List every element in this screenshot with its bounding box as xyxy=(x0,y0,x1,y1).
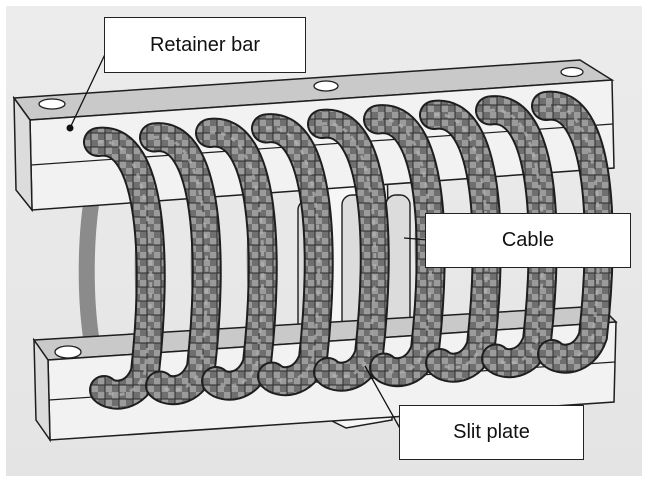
cable-coil-highlight-8 xyxy=(489,108,545,365)
cable-coil-highlight-9 xyxy=(545,104,601,361)
cable-coil-highlight-3 xyxy=(209,131,265,388)
retainer-bar-leader xyxy=(69,47,109,129)
cable-label: Cable xyxy=(425,213,631,268)
cable-coils-front xyxy=(83,90,614,410)
cable-coil-highlight-4 xyxy=(265,126,321,383)
cable-coil-highlight-6 xyxy=(377,117,433,374)
slit-plate-leader xyxy=(364,365,403,433)
leader-lines xyxy=(69,47,429,433)
cable-leader xyxy=(403,237,429,241)
bolt-hole xyxy=(560,66,584,78)
cable-coil-highlight-5 xyxy=(321,122,377,379)
slit-plate-label: Slit plate xyxy=(399,405,584,460)
cable-coil-highlight-1 xyxy=(97,140,153,397)
cable-coil-highlight-7 xyxy=(433,113,489,370)
bolt-hole xyxy=(313,80,339,92)
bolt-hole xyxy=(54,345,82,359)
bolt-hole xyxy=(38,98,66,110)
cable-coil-highlight-2 xyxy=(153,135,209,392)
retainer-bar-label: Retainer bar xyxy=(104,17,306,73)
